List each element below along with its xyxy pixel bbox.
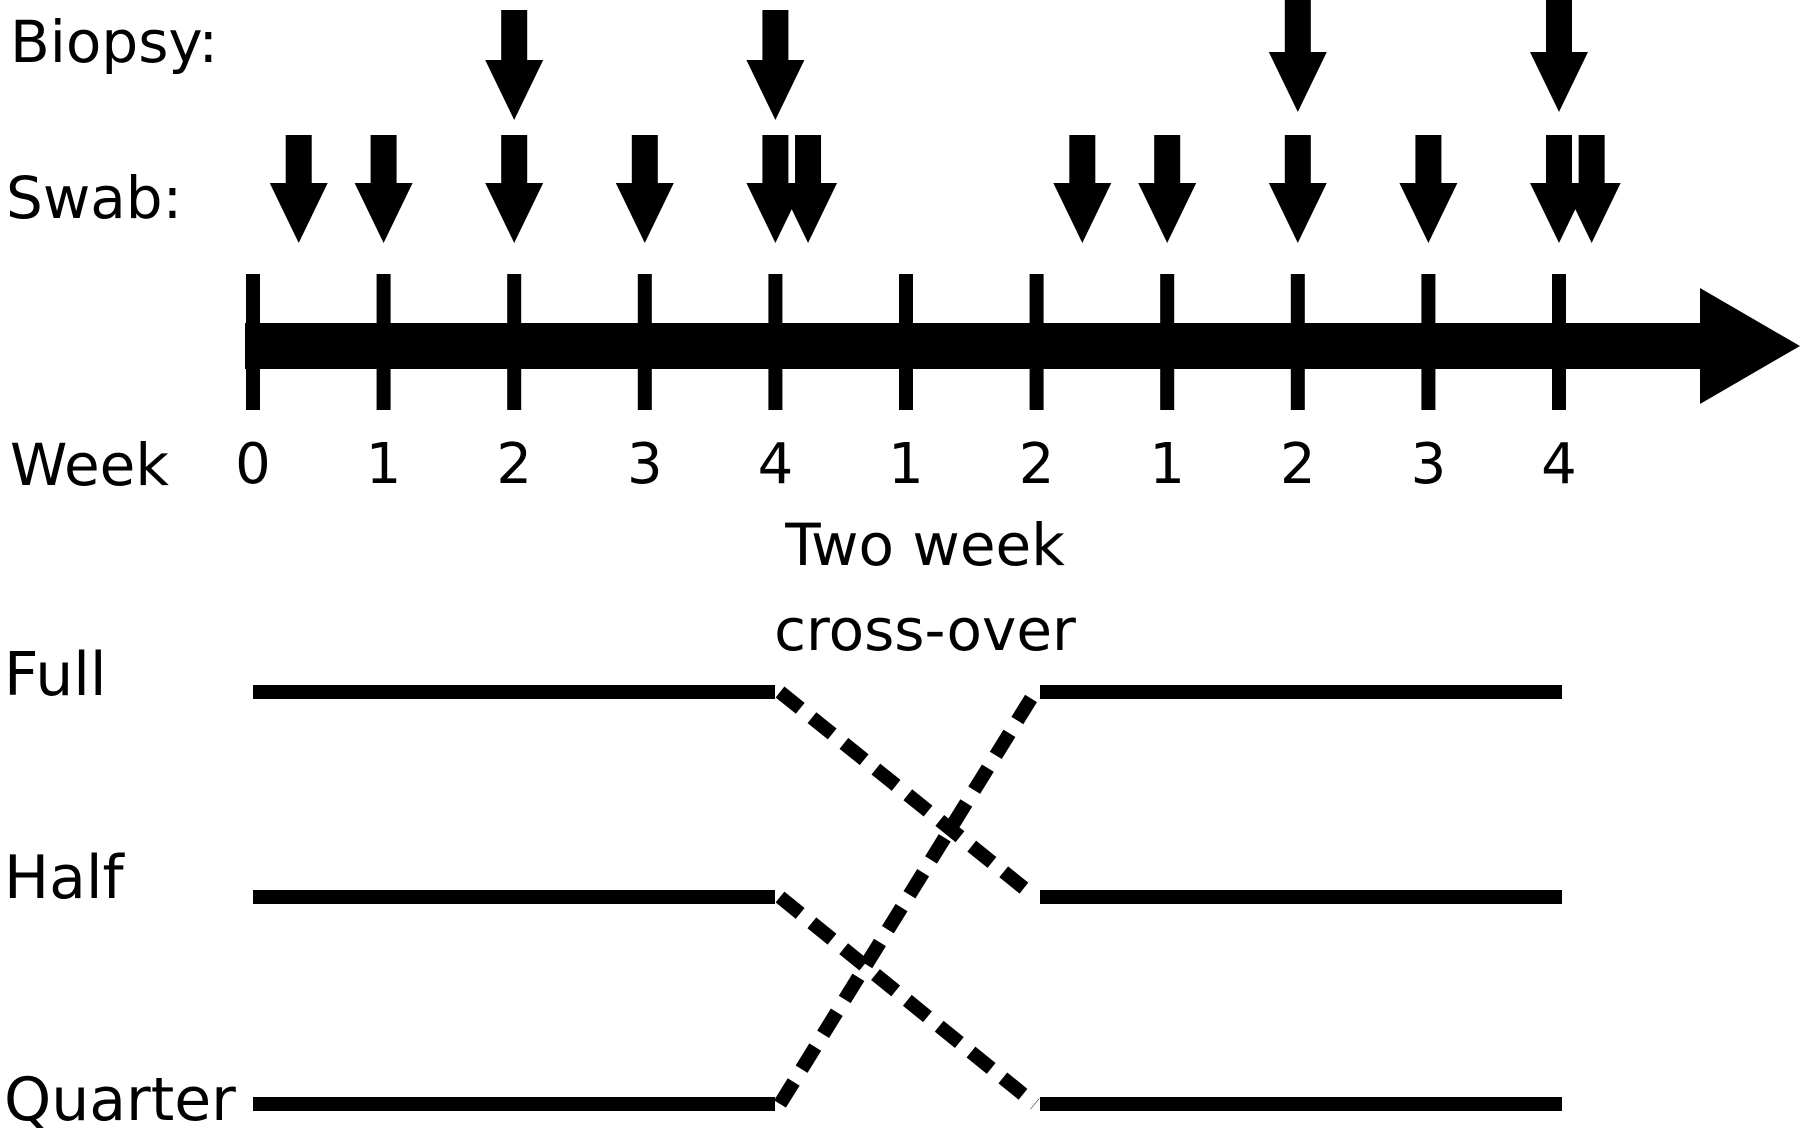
swab-arrow-4: [746, 135, 805, 243]
swab-arrow-9: [1399, 135, 1458, 243]
week-tick-1: [376, 274, 391, 410]
swab-arrow-5: [779, 135, 838, 243]
crossover-full-to-half: [775, 686, 1040, 903]
crossover-lines: [774, 686, 1041, 1110]
week-tick-4: [768, 274, 783, 410]
biopsy-arrow-2: [1268, 0, 1327, 112]
week-tick-label-10: 4: [1541, 432, 1577, 497]
crossover-quarter-to-full: [774, 688, 1041, 1108]
swab-arrow-2: [485, 135, 544, 243]
biopsy-arrow-1: [746, 10, 805, 120]
swab-arrow-11: [1562, 135, 1621, 243]
swab-arrow-6: [1053, 135, 1112, 243]
week-tick-label-1: 1: [366, 432, 402, 497]
week-tick-9: [1421, 274, 1436, 410]
week-tick-2: [507, 274, 522, 410]
week-tick-6: [1029, 274, 1044, 410]
biopsy-arrows: [485, 0, 1588, 120]
swab-arrow-7: [1138, 135, 1197, 243]
crossover-half-to-quarter: [775, 891, 1040, 1110]
biopsy-arrow-3: [1530, 0, 1588, 112]
swab-arrow-3: [615, 135, 674, 243]
week-tick-8: [1290, 274, 1305, 410]
biopsy-row-label: Biopsy:: [10, 8, 218, 76]
week-tick-label-7: 1: [1149, 432, 1185, 497]
week-tick-label-4: 4: [758, 432, 794, 497]
swab-arrow-8: [1268, 135, 1327, 243]
swab-arrow-1: [354, 135, 413, 243]
swab-row-label: Swab:: [6, 164, 182, 232]
week-tick-label-5: 1: [888, 432, 924, 497]
swab-arrow-10: [1530, 135, 1588, 243]
timeline-arrowhead: [1700, 288, 1800, 404]
dose-label-full: Full: [4, 640, 107, 710]
week-ticks: [246, 274, 1566, 410]
week-tick-label-8: 2: [1280, 432, 1316, 497]
dose-label-quarter: Quarter: [4, 1065, 236, 1129]
timeline-bar: [245, 323, 1705, 369]
dose-label-half: Half: [4, 843, 126, 913]
week-tick-label-0: 0: [235, 432, 271, 497]
week-tick-5: [899, 274, 913, 410]
week-tick-label-2: 2: [496, 432, 532, 497]
week-tick-label-3: 3: [627, 432, 663, 497]
week-tick-7: [1160, 274, 1175, 410]
biopsy-arrow-0: [485, 10, 544, 120]
swab-arrows: [269, 135, 1621, 243]
swab-arrow-0: [269, 135, 328, 243]
crossover-caption-line2: cross-over: [774, 596, 1076, 664]
timeline-axis: [245, 288, 1800, 404]
week-tick-3: [637, 274, 652, 410]
week-tick-10: [1552, 274, 1566, 410]
week-tick-labels: 0 1 2 3 4 1 2 1 2 3 4: [235, 432, 1577, 497]
week-axis-label: Week: [10, 431, 169, 499]
week-tick-label-6: 2: [1019, 432, 1055, 497]
week-tick-label-9: 3: [1411, 432, 1447, 497]
crossover-caption-line1: Two week: [784, 511, 1065, 579]
week-tick-0: [246, 274, 260, 410]
